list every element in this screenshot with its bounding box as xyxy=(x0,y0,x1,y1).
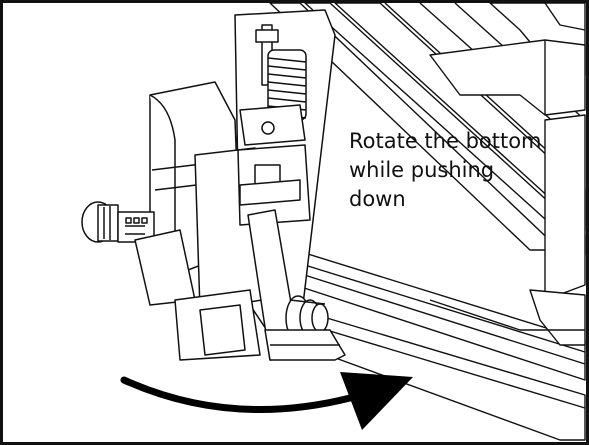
carriage-assembly xyxy=(81,9,346,361)
machine-frame xyxy=(269,2,586,441)
knob xyxy=(81,201,155,243)
roller xyxy=(285,295,329,341)
curved-arrow-icon xyxy=(120,372,413,430)
